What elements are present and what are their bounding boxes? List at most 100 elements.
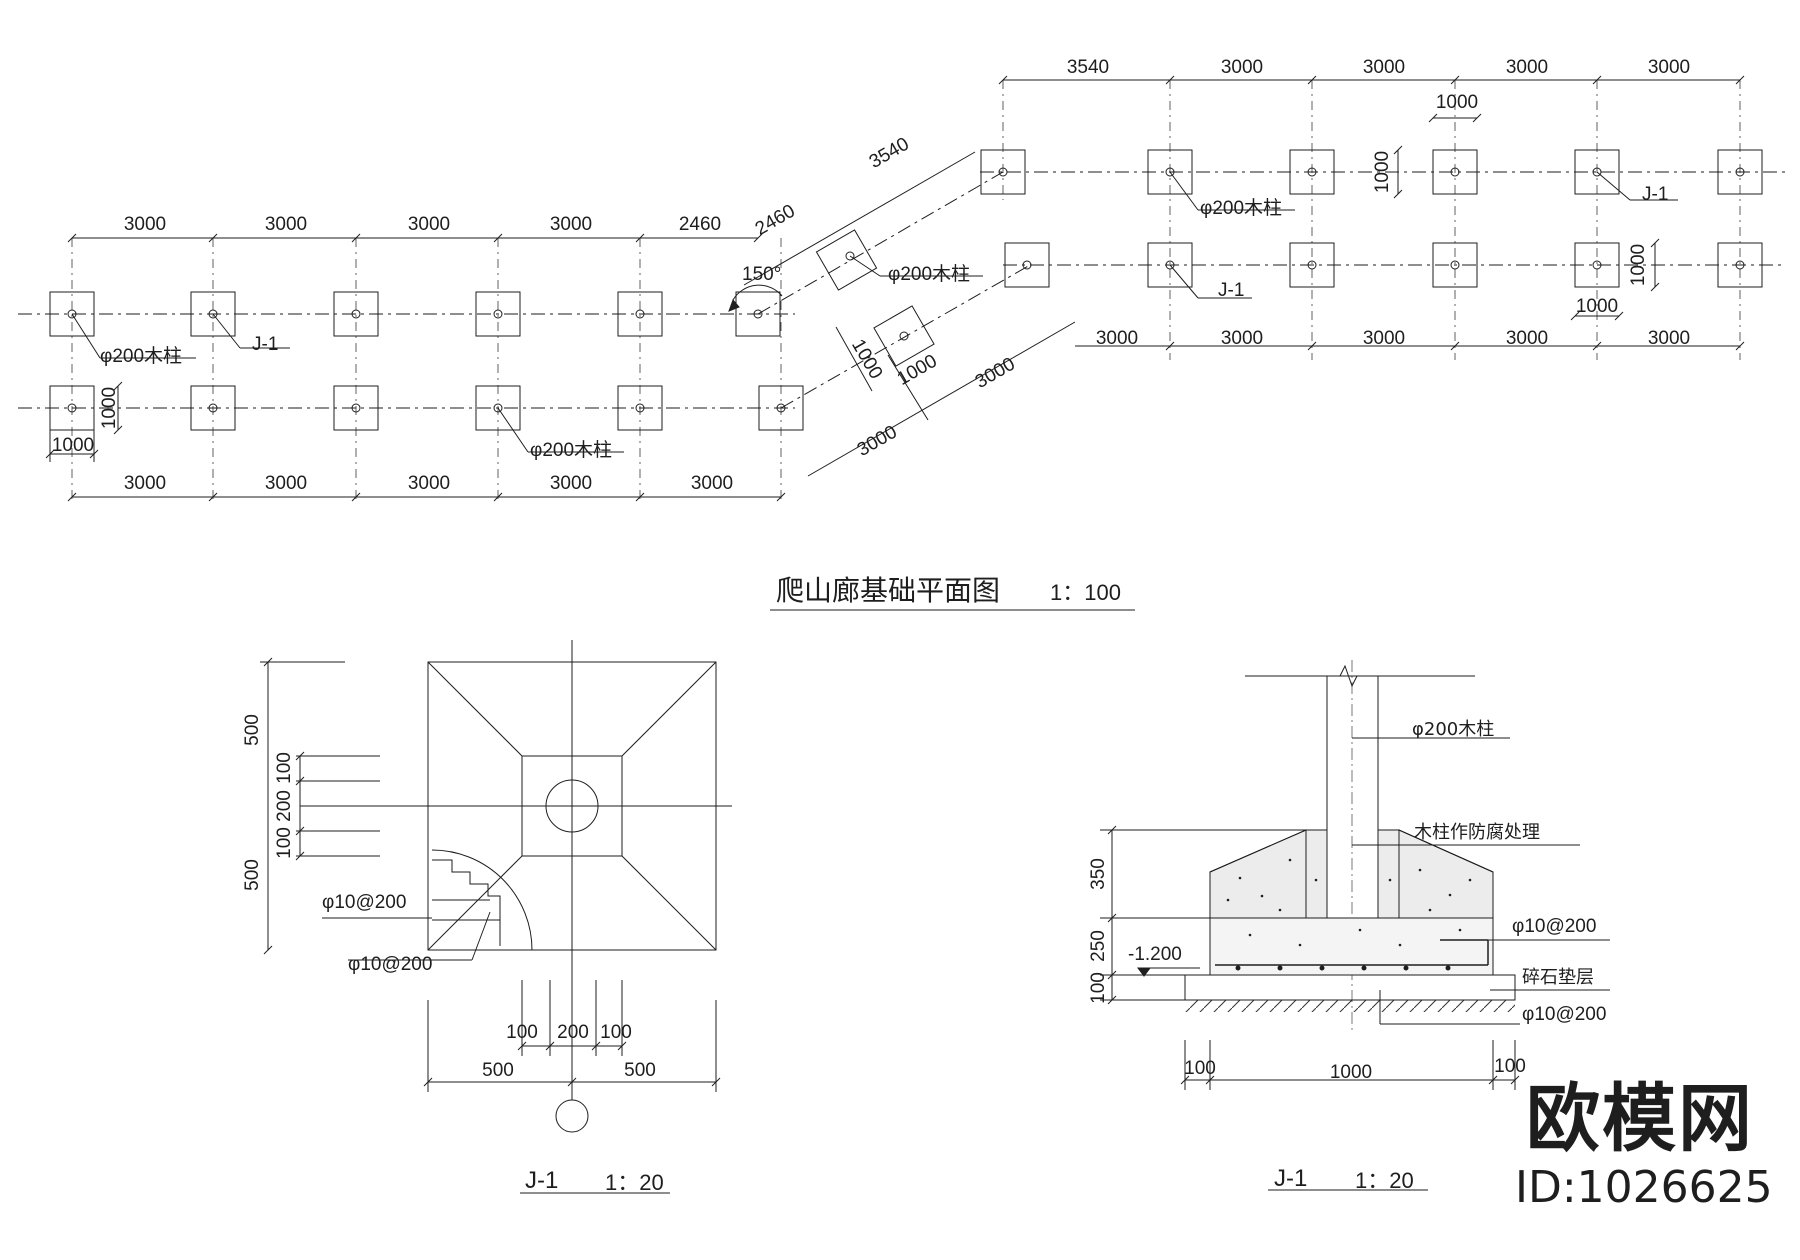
dim-label: 1000 — [1628, 244, 1649, 286]
dim-label: 500 — [242, 859, 263, 891]
footing-section-drawing — [1184, 660, 1516, 1030]
footing-section-scale: 1：20 — [1355, 1168, 1414, 1193]
dim-label: 3000 — [1648, 57, 1690, 78]
dim-label: 2460 — [752, 201, 799, 240]
footing-label: J-1 — [252, 334, 278, 355]
dim-label: 3000 — [972, 354, 1019, 393]
brand-block: 欧模网 ID:1026625 — [1515, 1076, 1773, 1213]
dimension-line-bottom-left — [67, 492, 786, 502]
footing-pads-diagonal — [815, 229, 878, 291]
dim-label: 3000 — [1221, 328, 1263, 349]
plan-gridlines-left — [71, 238, 782, 500]
footing-label: J-1 — [1642, 184, 1668, 205]
diagonal-dimensions — [743, 151, 1076, 477]
dim-label: 500 — [482, 1060, 514, 1081]
leaders-diagonal — [849, 255, 983, 277]
leaders-right — [1169, 171, 1678, 299]
dim-label: 1000 — [847, 336, 886, 383]
angle-label: 150° — [742, 264, 781, 285]
dim-label: 3000 — [550, 214, 592, 235]
dim-label: 1000 — [894, 351, 941, 390]
rebar-label: φ10@200 — [1512, 916, 1596, 937]
dimension-line-top-right — [998, 75, 1745, 85]
elevation-label: -1.200 — [1128, 944, 1182, 965]
brand-name: 欧模网 — [1526, 1076, 1754, 1162]
dim-label: 3000 — [1506, 328, 1548, 349]
column-label: φ200木柱 — [1412, 719, 1494, 740]
footing-plan-bottom-dims — [423, 980, 721, 1133]
dim-label: 3000 — [408, 473, 450, 494]
dim-label: 3000 — [1506, 57, 1548, 78]
dim-label: 1000 — [1372, 151, 1393, 193]
dim-label: 3000 — [124, 473, 166, 494]
dim-label: 200 — [557, 1022, 589, 1043]
dim-label: 1000 — [1576, 296, 1618, 317]
dim-label: 1000 — [99, 387, 120, 429]
dim-label: 100 — [274, 827, 295, 859]
pad-dimension-right — [1393, 113, 1660, 321]
footing-section-dims — [1100, 825, 1520, 1090]
dim-label: 100 — [1088, 972, 1109, 1004]
dim-label: 250 — [1088, 930, 1109, 962]
footing-section-title: J-1 — [1274, 1165, 1307, 1192]
dim-label: 100 — [1184, 1058, 1216, 1079]
dim-label: 3000 — [550, 473, 592, 494]
column-label: φ200木柱 — [100, 345, 182, 367]
dimension-line-bottom-right — [1075, 341, 1745, 351]
dim-label: 2460 — [679, 214, 721, 235]
footing-pads-right — [980, 149, 1763, 288]
plan-gridlines-right — [1002, 80, 1741, 360]
dim-label: 3000 — [124, 214, 166, 235]
dim-label: 3000 — [691, 473, 733, 494]
footing-plan-drawing — [300, 640, 732, 1100]
dim-label: 3540 — [1067, 57, 1109, 78]
dimension-line-top-left — [67, 233, 763, 243]
column-marks-right — [998, 167, 1745, 270]
dim-label: 100 — [506, 1022, 538, 1043]
plan-scale: 1：100 — [1050, 580, 1121, 605]
dim-label: 3000 — [854, 422, 901, 461]
footing-plan-scale: 1：20 — [605, 1170, 664, 1195]
dim-label: 500 — [242, 714, 263, 746]
column-label: φ200木柱 — [1200, 197, 1282, 219]
column-marks-left — [67, 309, 786, 413]
leaders-left — [71, 313, 624, 453]
dim-label: 100 — [274, 752, 295, 784]
dim-label: 200 — [274, 790, 295, 822]
footing-pads-left — [49, 291, 804, 431]
column-label: φ200木柱 — [530, 439, 612, 461]
gravel-label: 碎石垫层 — [1522, 967, 1594, 988]
footing-section-leaders — [1352, 737, 1610, 1025]
rebar-label: φ10@200 — [348, 954, 432, 975]
dim-label: 1000 — [52, 435, 94, 456]
plan-title: 爬山廊基础平面图 — [776, 574, 1000, 607]
dim-label: 350 — [1088, 858, 1109, 890]
footing-plan-left-dims — [260, 657, 380, 955]
dim-label: 3000 — [1096, 328, 1138, 349]
dim-label: 3000 — [1363, 328, 1405, 349]
dim-label: 100 — [600, 1022, 632, 1043]
angle-mark — [728, 284, 783, 312]
column-label: φ200木柱 — [888, 263, 970, 285]
dim-label: 3540 — [866, 134, 913, 173]
dim-label: 3000 — [408, 214, 450, 235]
rebar-label: φ10@200 — [322, 892, 406, 913]
plan-axes-left — [18, 313, 795, 409]
rebar-label: φ10@200 — [1522, 1004, 1606, 1025]
footing-label: J-1 — [1218, 280, 1244, 301]
dim-label: 3000 — [1648, 328, 1690, 349]
treatment-label: 木柱作防腐处理 — [1414, 822, 1540, 843]
dim-label: 1000 — [1436, 92, 1478, 113]
dim-label: 100 — [1494, 1056, 1526, 1077]
dim-label: 3000 — [265, 214, 307, 235]
footing-plan-title: J-1 — [525, 1167, 558, 1194]
plan-axes-diagonal — [757, 171, 1031, 409]
dim-label: 3000 — [1221, 57, 1263, 78]
dim-label: 1000 — [1330, 1062, 1372, 1083]
brand-id: ID:1026625 — [1515, 1162, 1773, 1213]
dim-label: 3000 — [1363, 57, 1405, 78]
dim-label: 500 — [624, 1060, 656, 1081]
pad-dimension-left — [45, 381, 123, 462]
dim-label: 3000 — [265, 473, 307, 494]
